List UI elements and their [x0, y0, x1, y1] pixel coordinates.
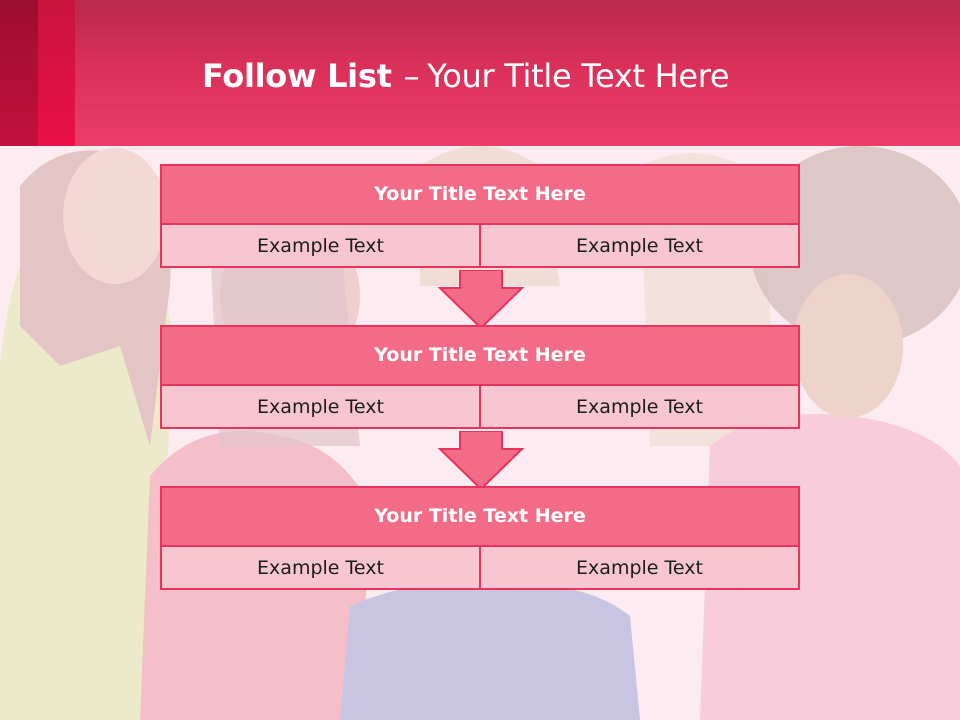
header-accent-bright: [38, 0, 75, 146]
step-box-1: Your Title Text Here Example Text Exampl…: [160, 164, 800, 268]
step-box-3: Your Title Text Here Example Text Exampl…: [160, 486, 800, 590]
step-1-right-cell: Example Text: [479, 225, 798, 268]
step-title-2: Your Title Text Here: [162, 327, 798, 386]
title-bar: [0, 0, 960, 146]
title-rest: Your Title Text Here: [427, 57, 730, 95]
step-3-left-cell: Example Text: [257, 557, 384, 579]
slide-title: Follow List–Your Title Text Here: [202, 52, 730, 100]
step-1-left-cell: Example Text: [257, 235, 384, 257]
title-dash: –: [403, 57, 420, 95]
step-2-left-cell: Example Text: [257, 396, 384, 418]
step-2-right-cell: Example Text: [479, 386, 798, 429]
step-3-right-cell: Example Text: [479, 547, 798, 590]
step-box-2: Your Title Text Here Example Text Exampl…: [160, 325, 800, 429]
down-arrow-icon: [438, 270, 524, 330]
header-accent-dark: [0, 0, 38, 146]
title-bold: Follow List: [202, 57, 392, 95]
down-arrow-icon: [438, 431, 524, 491]
step-title-1: Your Title Text Here: [162, 166, 798, 225]
step-title-3: Your Title Text Here: [162, 488, 798, 547]
